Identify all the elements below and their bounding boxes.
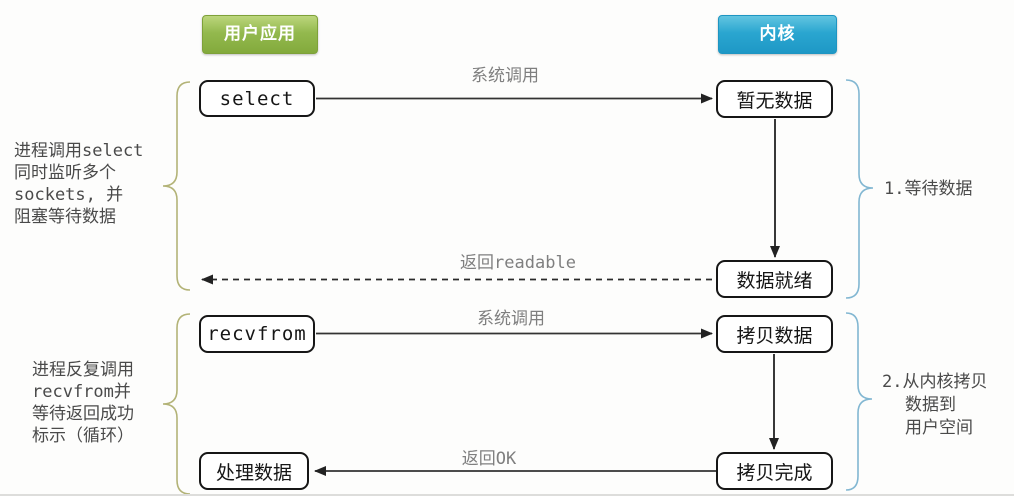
note-line: 进程反复调用 bbox=[32, 360, 134, 380]
note-line: 标示（循环） bbox=[32, 426, 134, 446]
node-recvfrom: recvfrom bbox=[199, 315, 315, 353]
note-line: 进程调用select bbox=[14, 141, 144, 161]
label-syscall-1: 系统调用 bbox=[471, 66, 539, 86]
node-data-ready: 数据就绪 bbox=[716, 260, 833, 298]
node-copy-data: 拷贝数据 bbox=[716, 315, 833, 353]
left-brace-1 bbox=[162, 81, 191, 291]
user-app-header: 用户应用 bbox=[202, 15, 318, 54]
note-line: 同时监听多个 bbox=[14, 163, 116, 183]
node-no-data: 暂无数据 bbox=[716, 80, 833, 118]
note-line: sockets, 并 bbox=[14, 185, 124, 205]
note-line: 阻塞等待数据 bbox=[14, 207, 116, 227]
note-line: 2.从内核拷贝 bbox=[882, 372, 988, 392]
note-copy-kernel-to-user: 2.从内核拷贝 数据到 用户空间 bbox=[882, 371, 987, 440]
note-line: recvfrom并 bbox=[32, 382, 131, 402]
label-return-ok: 返回OK bbox=[461, 449, 517, 469]
kernel-header: 内核 bbox=[718, 15, 837, 54]
label-return-readable: 返回readable bbox=[460, 253, 576, 273]
label-syscall-2: 系统调用 bbox=[477, 309, 545, 329]
left-brace-2 bbox=[162, 313, 191, 495]
note-line: 数据到 bbox=[905, 395, 956, 415]
right-brace-2 bbox=[845, 312, 873, 491]
right-brace-1 bbox=[845, 79, 874, 299]
note-recvfrom-description: 进程反复调用 recvfrom并 等待返回成功 标示（循环） bbox=[32, 359, 134, 447]
note-select-description: 进程调用select 同时监听多个 sockets, 并 阻塞等待数据 bbox=[14, 140, 143, 228]
note-line: 用户空间 bbox=[905, 418, 973, 438]
note-wait-data: 1.等待数据 bbox=[884, 179, 973, 199]
node-copy-done: 拷贝完成 bbox=[716, 452, 833, 490]
bottom-edge-line bbox=[0, 494, 1014, 496]
note-line: 等待返回成功 bbox=[32, 404, 134, 424]
node-process-data: 处理数据 bbox=[199, 452, 309, 490]
node-select: select bbox=[199, 80, 315, 117]
